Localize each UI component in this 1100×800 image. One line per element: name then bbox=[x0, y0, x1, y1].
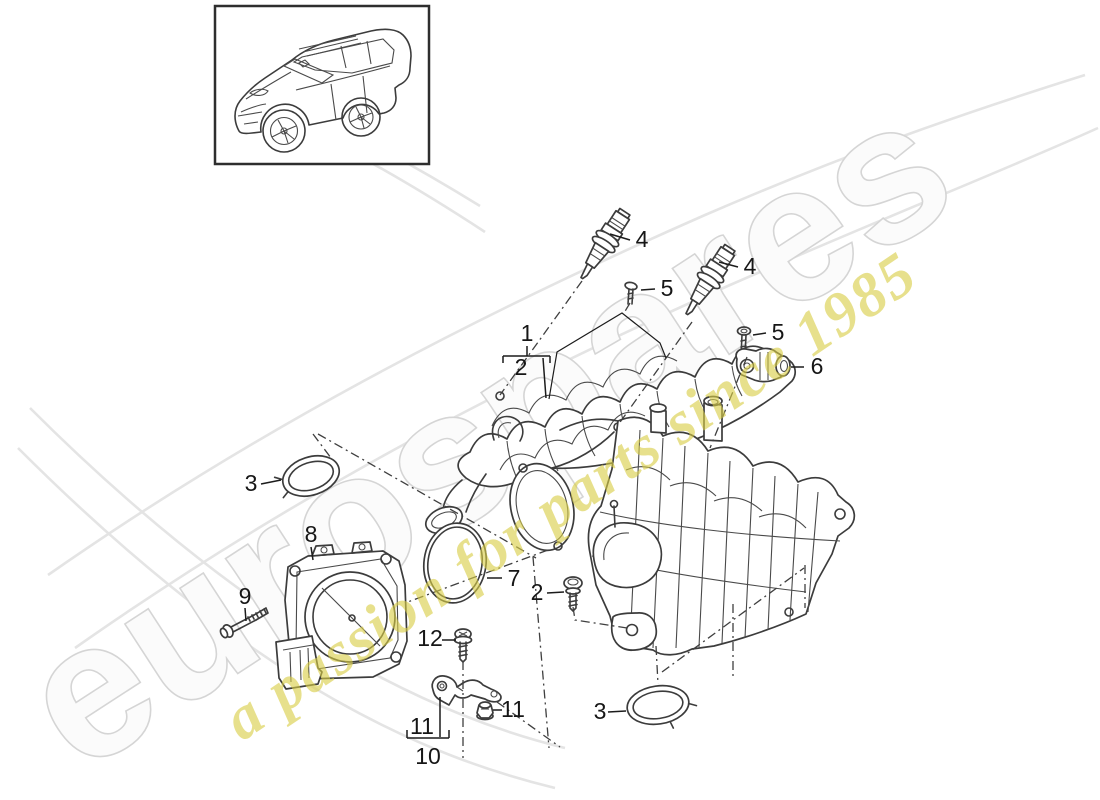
parts-drawing bbox=[219, 207, 856, 729]
o-ring-7-drawing bbox=[422, 522, 488, 604]
callout-2: 2 bbox=[515, 354, 528, 380]
callout-11b: 11 bbox=[410, 713, 434, 739]
injector-4b-drawing bbox=[685, 243, 736, 316]
callout-2b: 2 bbox=[531, 579, 544, 605]
callout-5a: 5 bbox=[661, 275, 674, 301]
injector-4a-drawing bbox=[580, 207, 631, 280]
callout-9: 9 bbox=[239, 583, 252, 609]
nut-11-drawing bbox=[476, 701, 494, 721]
callout-12: 12 bbox=[417, 625, 443, 651]
assembly-dashed-lines bbox=[312, 280, 806, 758]
callout-5b: 5 bbox=[772, 319, 785, 345]
screw-12-drawing bbox=[453, 628, 473, 663]
sensor-6-drawing bbox=[735, 347, 791, 383]
intake-distributor-upper-drawing bbox=[424, 345, 797, 552]
porsche-cayenne-drawing bbox=[234, 28, 412, 153]
callout-leader-lines bbox=[244, 233, 804, 739]
bracket-10-drawing bbox=[431, 675, 502, 706]
gasket-3-upper-drawing bbox=[273, 454, 341, 499]
gasket-3-lower-drawing bbox=[626, 684, 698, 729]
callout-11a: 11 bbox=[501, 696, 525, 722]
callout-3b: 3 bbox=[594, 698, 607, 724]
intake-plenum-lower-drawing bbox=[587, 395, 856, 656]
callout-labels: 1 2 4 4 5 5 6 3 8 7 9 2 12 11 11 10 3 bbox=[239, 226, 824, 769]
callout-1: 1 bbox=[521, 320, 534, 346]
callout-7: 7 bbox=[508, 565, 521, 591]
callout-3a: 3 bbox=[245, 470, 258, 496]
bolt-9-drawing bbox=[219, 607, 269, 639]
screw-2-drawing bbox=[563, 576, 583, 612]
throttle-flange-drawing bbox=[509, 462, 575, 552]
callout-10: 10 bbox=[415, 743, 441, 769]
screw-5a-drawing bbox=[624, 281, 638, 305]
callout-4b: 4 bbox=[744, 253, 757, 279]
throttle-body-drawing bbox=[275, 541, 408, 690]
screw-5b-drawing bbox=[736, 326, 752, 357]
vehicle-thumbnail-box bbox=[213, 4, 431, 166]
callout-8: 8 bbox=[305, 521, 318, 547]
callout-4a: 4 bbox=[636, 226, 649, 252]
callout-6: 6 bbox=[811, 353, 824, 379]
